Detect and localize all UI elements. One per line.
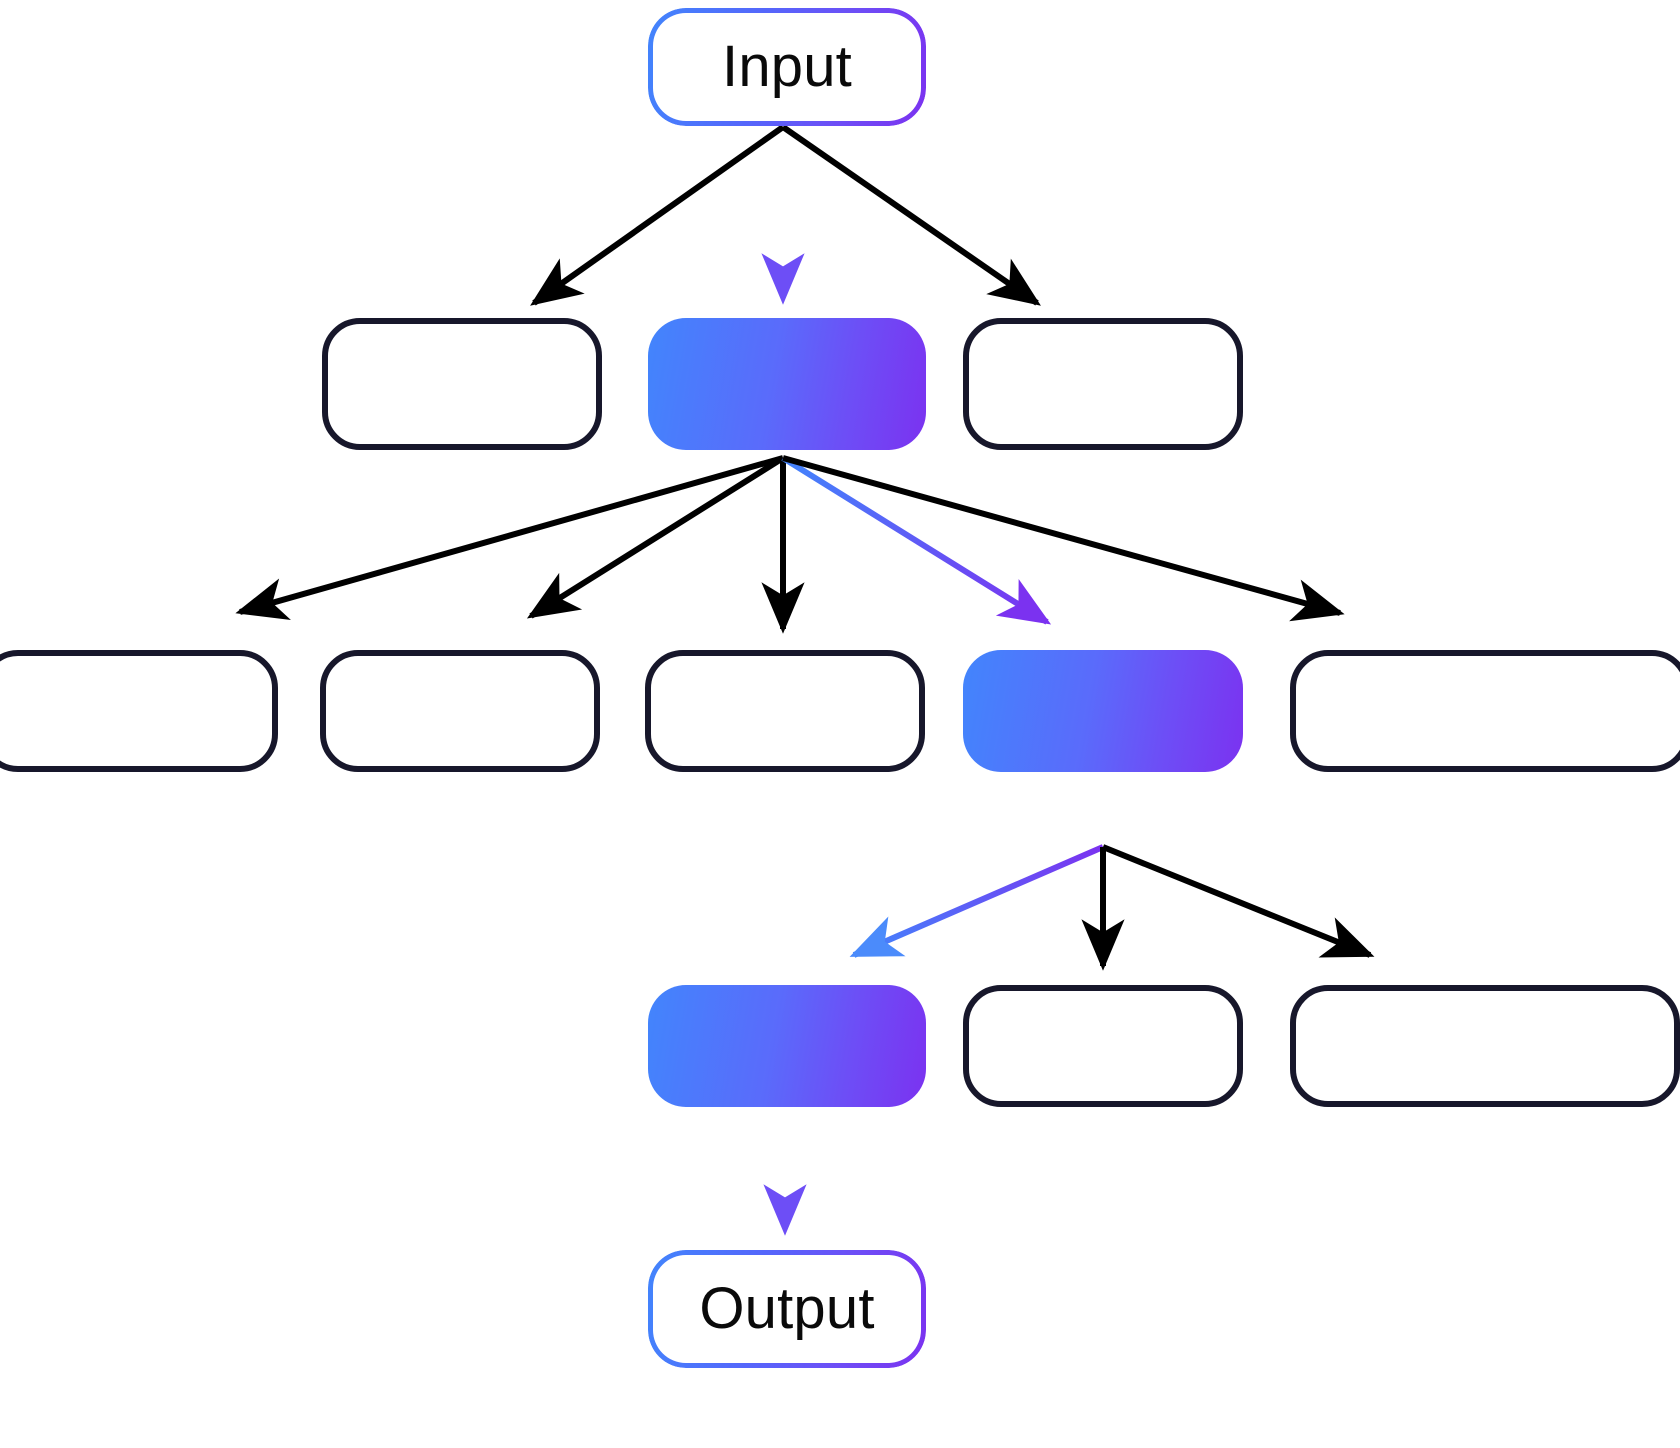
- edge-input-to-n1-3: [781, 124, 1041, 306]
- edge-input-to-n1-1: [530, 124, 785, 306]
- node-level2-1[interactable]: [0, 650, 278, 772]
- node-level3-2[interactable]: [963, 985, 1243, 1107]
- node-level2-2[interactable]: [320, 650, 600, 772]
- gradient-ring: [648, 1250, 926, 1368]
- edge-n1-2-to-n2-1: [235, 455, 784, 621]
- node-level1-selected[interactable]: [648, 318, 926, 450]
- edge-n2-4-to-n3-1: [849, 844, 1105, 958]
- node-level3-selected[interactable]: [648, 985, 926, 1107]
- edge-n2-4-to-n3-3: [1101, 844, 1375, 958]
- node-output[interactable]: Output: [648, 1250, 926, 1368]
- node-input-label: Input: [722, 34, 852, 99]
- node-level2-selected[interactable]: [963, 650, 1243, 772]
- node-level3-3[interactable]: [1290, 985, 1680, 1107]
- edge-n1-2-to-n2-4: [781, 455, 1052, 625]
- node-input[interactable]: Input: [648, 8, 926, 126]
- node-level2-5[interactable]: [1290, 650, 1680, 772]
- node-output-label: Output: [699, 1276, 875, 1341]
- node-level1-right[interactable]: [963, 318, 1243, 450]
- edge-n1-2-to-n2-2: [526, 455, 785, 619]
- gradient-ring: [648, 8, 926, 126]
- node-level2-3[interactable]: [645, 650, 925, 772]
- edge-n1-2-to-n2-5: [782, 455, 1345, 622]
- node-level1-left[interactable]: [322, 318, 602, 450]
